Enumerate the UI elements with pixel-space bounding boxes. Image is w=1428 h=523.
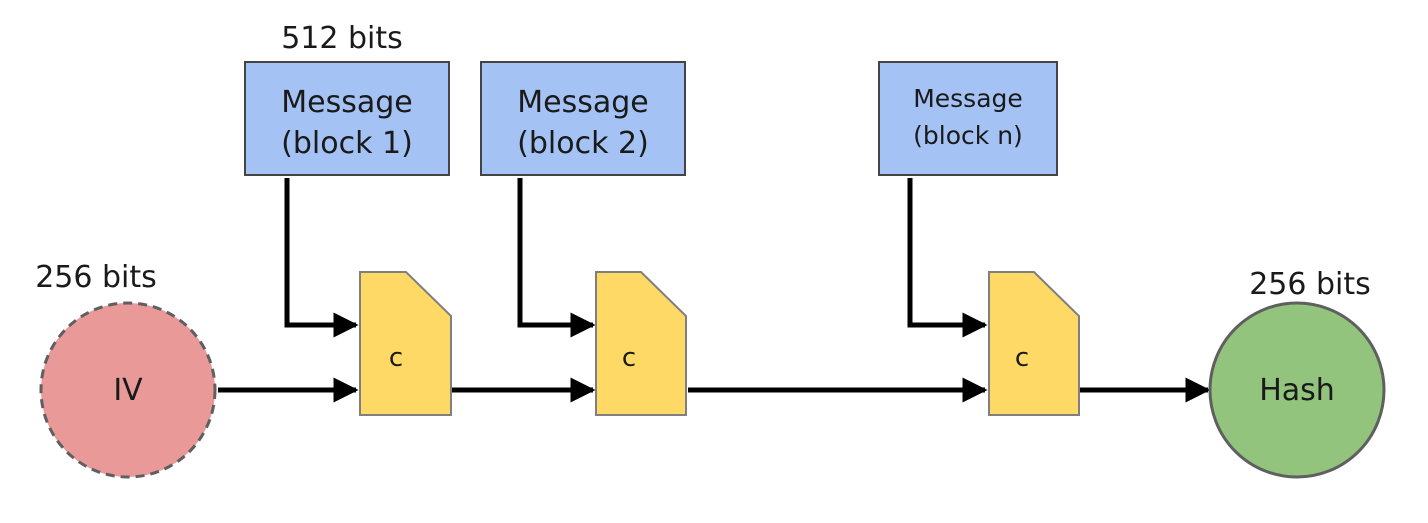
message-block-n-line1: Message — [913, 84, 1023, 113]
compression-function-2: c — [595, 271, 687, 416]
arrow-message-1-to-c1 — [284, 178, 359, 338]
message-block-2-line2: (block 2) — [517, 126, 649, 161]
iv-size-label: 256 bits — [35, 260, 157, 295]
iv-label: IV — [113, 373, 143, 408]
message-block-n: Message (block n) — [878, 61, 1058, 176]
hash-node: Hash — [1208, 301, 1386, 479]
compression-function-3-label: c — [1015, 343, 1029, 373]
message-block-1-line2: (block 1) — [281, 126, 413, 161]
message-block-1: Message (block 1) — [244, 61, 450, 176]
message-block-n-line2: (block n) — [913, 121, 1023, 150]
hash-size-label: 256 bits — [1249, 267, 1371, 302]
iv-node: IV — [39, 301, 217, 479]
compression-function-3: c — [988, 271, 1080, 416]
block-size-label: 512 bits — [281, 21, 403, 56]
arrow-message-2-to-c2 — [517, 178, 596, 338]
compression-function-2-label: c — [622, 343, 636, 373]
compression-function-1: c — [359, 271, 452, 416]
compression-function-1-label: c — [389, 343, 403, 373]
message-block-2: Message (block 2) — [480, 61, 686, 176]
message-block-1-line1: Message — [281, 85, 412, 120]
message-block-2-line1: Message — [517, 85, 648, 120]
hash-label: Hash — [1259, 373, 1335, 408]
arrow-message-n-to-c3 — [907, 178, 988, 338]
